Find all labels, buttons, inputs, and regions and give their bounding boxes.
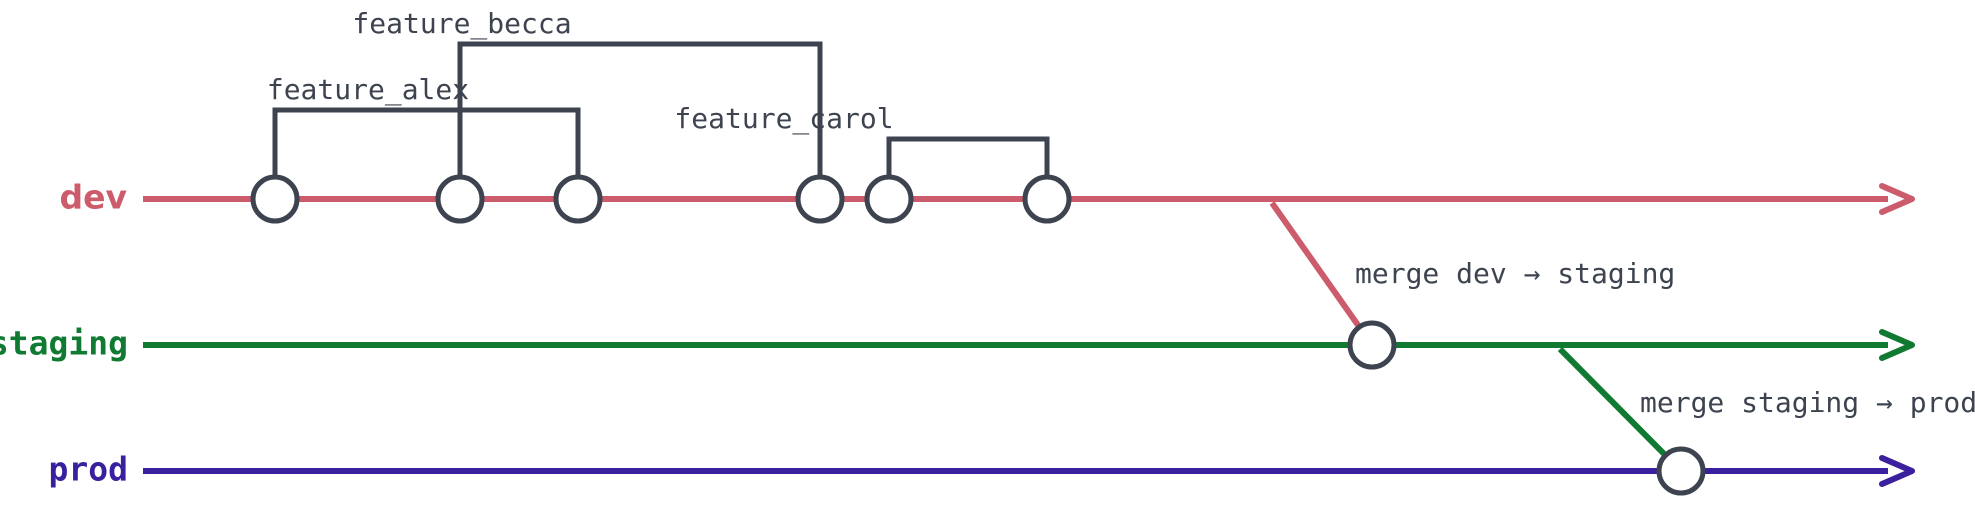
branch-arrowhead-staging: [1879, 329, 1915, 361]
commit-node-c4[interactable]: [795, 174, 845, 224]
commit-node-c3[interactable]: [553, 174, 603, 224]
feature-brackets: [272, 41, 1050, 177]
branch-lane-prod[interactable]: [143, 455, 1915, 487]
merge-dev-staging-label: merge dev → staging: [1355, 257, 1675, 290]
feature-bracket-path-feature_carol: [886, 136, 1050, 177]
merge-connectors: [1269, 201, 1684, 474]
feature-bracket-feature_carol[interactable]: [886, 136, 1050, 177]
branch-label-staging: staging: [0, 324, 128, 363]
text-labels: dev staging prod feature_alex feature_beccaf…: [0, 7, 1975, 489]
feature-label-feature_becca: feature_becca: [352, 7, 571, 41]
commit-node-m2[interactable]: [1656, 446, 1706, 496]
commit-node-m1[interactable]: [1347, 320, 1397, 370]
branch-lane-dev[interactable]: [143, 183, 1915, 215]
feature-bracket-path-feature_alex: [272, 107, 581, 177]
commit-node-c6[interactable]: [1022, 174, 1072, 224]
feature-bracket-feature_alex[interactable]: [272, 107, 581, 177]
merge-staging-prod-line: [1557, 346, 1684, 474]
merge-staging-prod-label: merge staging → prod: [1640, 386, 1975, 419]
merge-dev-staging[interactable]: [1269, 201, 1375, 347]
branch-arrowhead-prod: [1879, 455, 1915, 487]
feature-bracket-path-feature_becca: [457, 41, 823, 177]
commit-node-c1[interactable]: [250, 174, 300, 224]
commit-node-c2[interactable]: [435, 174, 485, 224]
branch-arrowhead-dev: [1879, 183, 1915, 215]
feature-label-feature_alex: feature_alex: [267, 73, 469, 107]
feature-label-feature_carol: feature_carol: [674, 102, 893, 136]
merge-staging-prod[interactable]: [1557, 346, 1684, 474]
commit-node-c5[interactable]: [864, 174, 914, 224]
branch-lanes: [143, 183, 1915, 487]
commit-nodes: [250, 174, 1706, 496]
merge-dev-staging-line: [1269, 201, 1375, 347]
branch-label-prod: prod: [49, 450, 128, 489]
branch-lane-staging[interactable]: [143, 329, 1915, 361]
feature-bracket-feature_becca[interactable]: [457, 41, 823, 177]
branch-label-dev: dev: [59, 178, 127, 217]
